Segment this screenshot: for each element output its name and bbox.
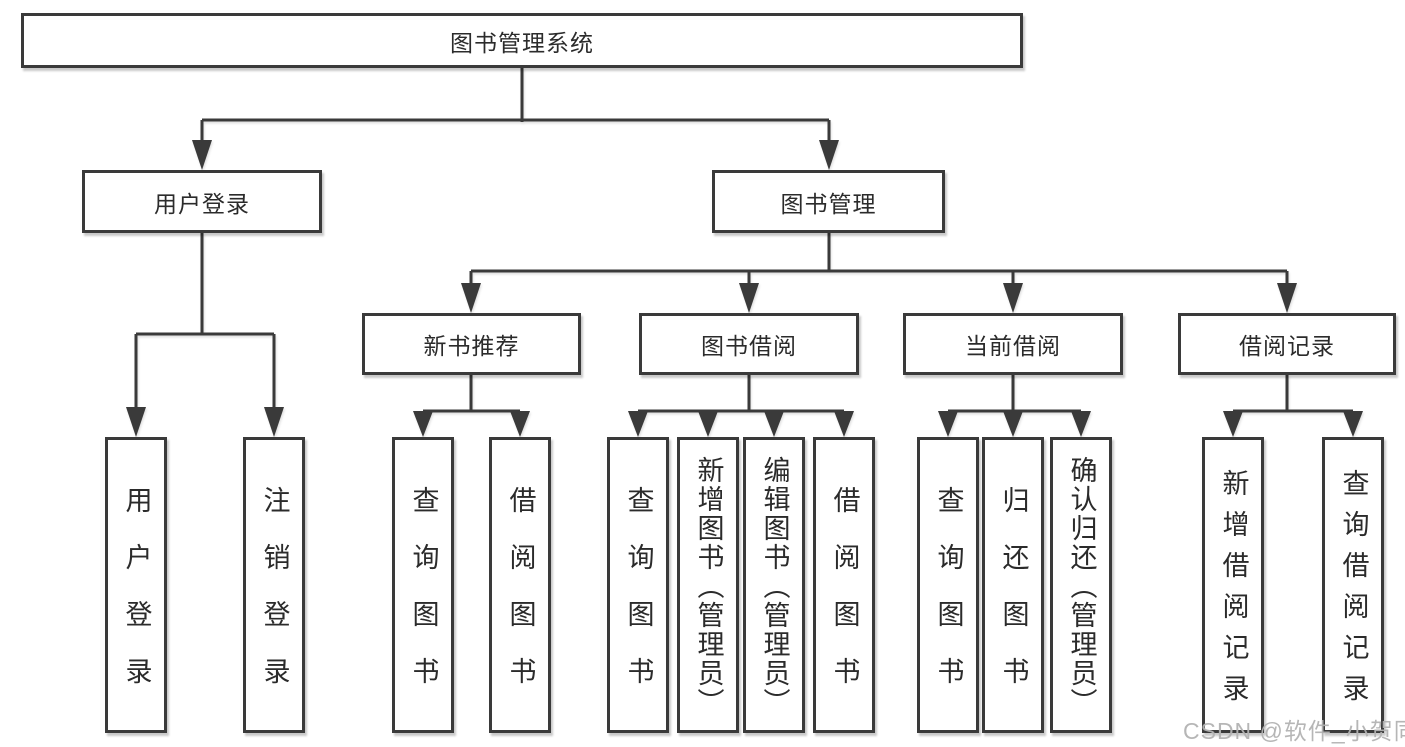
node-user-login: 用户登录 [82,170,322,233]
leaf-node-query-books-borrowing: 查询图书 [607,437,669,733]
node-new-book-recommendation: 新书推荐 [362,313,581,375]
leaf-node-query-books-borrowing-label: 查询图书 [623,486,654,714]
node-new-book-recommendation-label: 新书推荐 [423,333,520,359]
tree-edges [134,68,1355,414]
leaf-node-return-books: 归还图书 [982,437,1044,733]
leaf-node-return-books-label: 归还图书 [998,486,1029,714]
leaf-node-add-borrow-record-label: 新增借阅记录 [1218,469,1249,715]
leaf-node-borrow-books-recommend: 借阅图书 [489,437,551,733]
node-borrowing-records-label: 借阅记录 [1239,333,1335,359]
leaf-node-query-books-recommend-label: 查询图书 [408,486,439,714]
leaf-node-query-books-recommend: 查询图书 [392,437,454,733]
leaf-node-confirm-return-admin: 确认归还（管理员） [1050,437,1112,733]
node-book-management-label: 图书管理 [780,190,877,217]
node-book-management: 图书管理 [712,170,945,233]
leaf-node-logout: 注销登录 [243,437,305,733]
node-borrowing-records: 借阅记录 [1178,313,1396,375]
csdn-watermark: CSDN @软件_小贺同学 [1183,718,1405,744]
leaf-node-add-books-admin-label: 新增图书（管理员） [693,455,724,717]
leaf-node-query-borrow-record-label: 查询借阅记录 [1338,469,1369,715]
leaf-node-user-login-label: 用户登录 [121,486,152,714]
leaf-node-borrow-books-recommend-label: 借阅图书 [505,486,536,714]
leaf-node-add-books-admin: 新增图书（管理员） [677,437,739,733]
leaf-node-borrow-books-borrowing: 借阅图书 [813,437,875,733]
arrowheads [126,140,1363,437]
node-user-login-label: 用户登录 [154,190,250,217]
node-book-borrowing: 图书借阅 [639,313,859,375]
node-book-borrowing-label: 图书借阅 [701,333,797,359]
root-node-label: 图书管理系统 [450,29,594,56]
root-node-library-management-system: 图书管理系统 [21,13,1023,68]
leaf-node-add-borrow-record: 新增借阅记录 [1202,437,1264,733]
leaf-node-edit-books-admin: 编辑图书（管理员） [743,437,805,733]
leaf-node-query-books-current: 查询图书 [917,437,979,733]
leaf-node-query-books-current-label: 查询图书 [933,486,964,714]
node-current-borrowing: 当前借阅 [903,313,1123,375]
leaf-node-confirm-return-admin-label: 确认归还（管理员） [1066,455,1097,717]
leaf-node-borrow-books-borrowing-label: 借阅图书 [829,486,860,714]
leaf-node-logout-label: 注销登录 [259,486,290,714]
leaf-node-user-login: 用户登录 [105,437,167,733]
leaf-node-edit-books-admin-label: 编辑图书（管理员） [759,455,790,717]
node-current-borrowing-label: 当前借阅 [965,333,1061,359]
leaf-node-query-borrow-record: 查询借阅记录 [1322,437,1384,733]
